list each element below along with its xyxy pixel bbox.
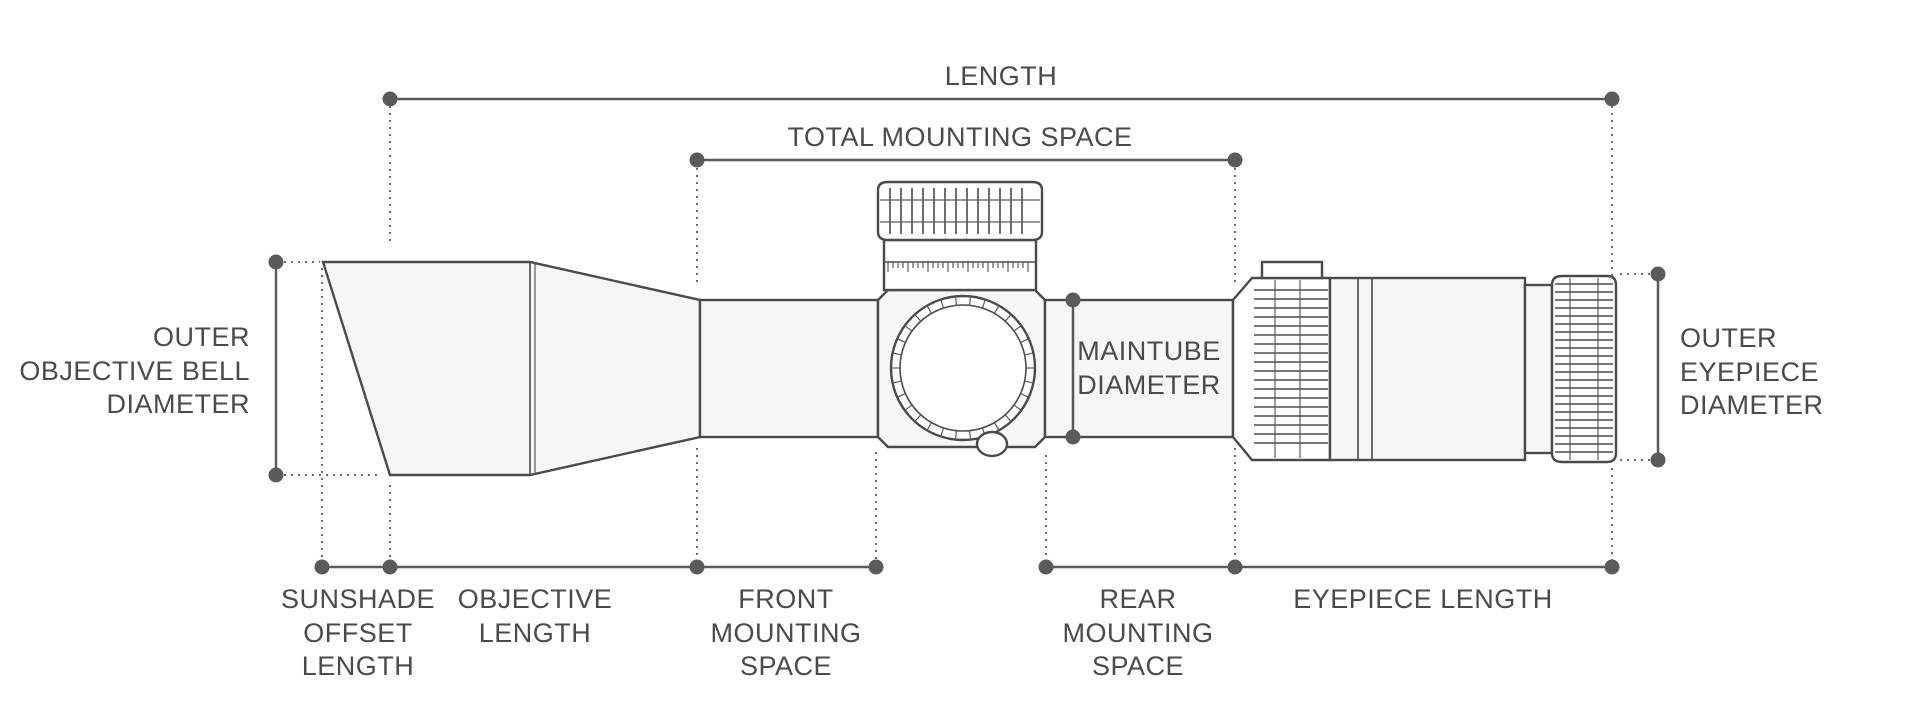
- svg-text:SUNSHADE: SUNSHADE: [281, 584, 435, 614]
- diopter-ring: [1550, 274, 1618, 464]
- svg-text:FRONT: FRONT: [738, 584, 833, 614]
- svg-text:LENGTH: LENGTH: [479, 618, 592, 648]
- objective-bell: [321, 260, 702, 477]
- label-maintube-diameter: MAINTUBE DIAMETER: [1077, 336, 1221, 400]
- svg-text:OBJECTIVE: OBJECTIVE: [458, 584, 613, 614]
- label-eyepiece-length: EYEPIECE LENGTH: [1293, 584, 1553, 614]
- label-outer-eyepiece-diameter: OUTER EYEPIECE DIAMETER: [1680, 323, 1824, 420]
- svg-text:SPACE: SPACE: [1092, 651, 1184, 681]
- svg-text:SPACE: SPACE: [740, 651, 832, 681]
- svg-text:EYEPIECE: EYEPIECE: [1680, 357, 1819, 387]
- label-length: LENGTH: [945, 61, 1058, 91]
- svg-text:OBJECTIVE BELL: OBJECTIVE BELL: [19, 356, 250, 386]
- label-objective-length: OBJECTIVE LENGTH: [458, 584, 613, 648]
- label-front-mounting-space: FRONT MOUNTING SPACE: [711, 584, 862, 681]
- elevation-turret-base: [882, 238, 1038, 292]
- svg-text:DIAMETER: DIAMETER: [106, 389, 250, 419]
- ocular-body: [1328, 276, 1527, 462]
- svg-text:MOUNTING: MOUNTING: [711, 618, 862, 648]
- svg-text:DIAMETER: DIAMETER: [1680, 390, 1824, 420]
- side-focus-knob: [889, 294, 1037, 442]
- svg-text:MAINTUBE: MAINTUBE: [1077, 336, 1221, 366]
- label-total-mounting-space: TOTAL MOUNTING SPACE: [787, 122, 1132, 152]
- power-ring: [1231, 276, 1332, 462]
- svg-text:OUTER: OUTER: [153, 322, 250, 352]
- front-maintube: [698, 298, 880, 439]
- dimension-lines: [268, 91, 1666, 575]
- elevation-turret-cap: [876, 180, 1044, 242]
- label-rear-mounting-space: REAR MOUNTING SPACE: [1063, 584, 1214, 681]
- svg-text:REAR: REAR: [1099, 584, 1176, 614]
- svg-text:DIAMETER: DIAMETER: [1077, 370, 1221, 400]
- rear-maintube: [1043, 298, 1235, 439]
- label-sunshade-offset-length: SUNSHADE OFFSET LENGTH: [281, 584, 435, 681]
- svg-text:MOUNTING: MOUNTING: [1063, 618, 1214, 648]
- label-outer-objective-bell-diameter: OUTER OBJECTIVE BELL DIAMETER: [19, 322, 250, 419]
- svg-text:OUTER: OUTER: [1680, 323, 1777, 353]
- svg-text:LENGTH: LENGTH: [302, 651, 415, 681]
- svg-text:OFFSET: OFFSET: [303, 618, 413, 648]
- riflescope-illustration: [321, 180, 1618, 477]
